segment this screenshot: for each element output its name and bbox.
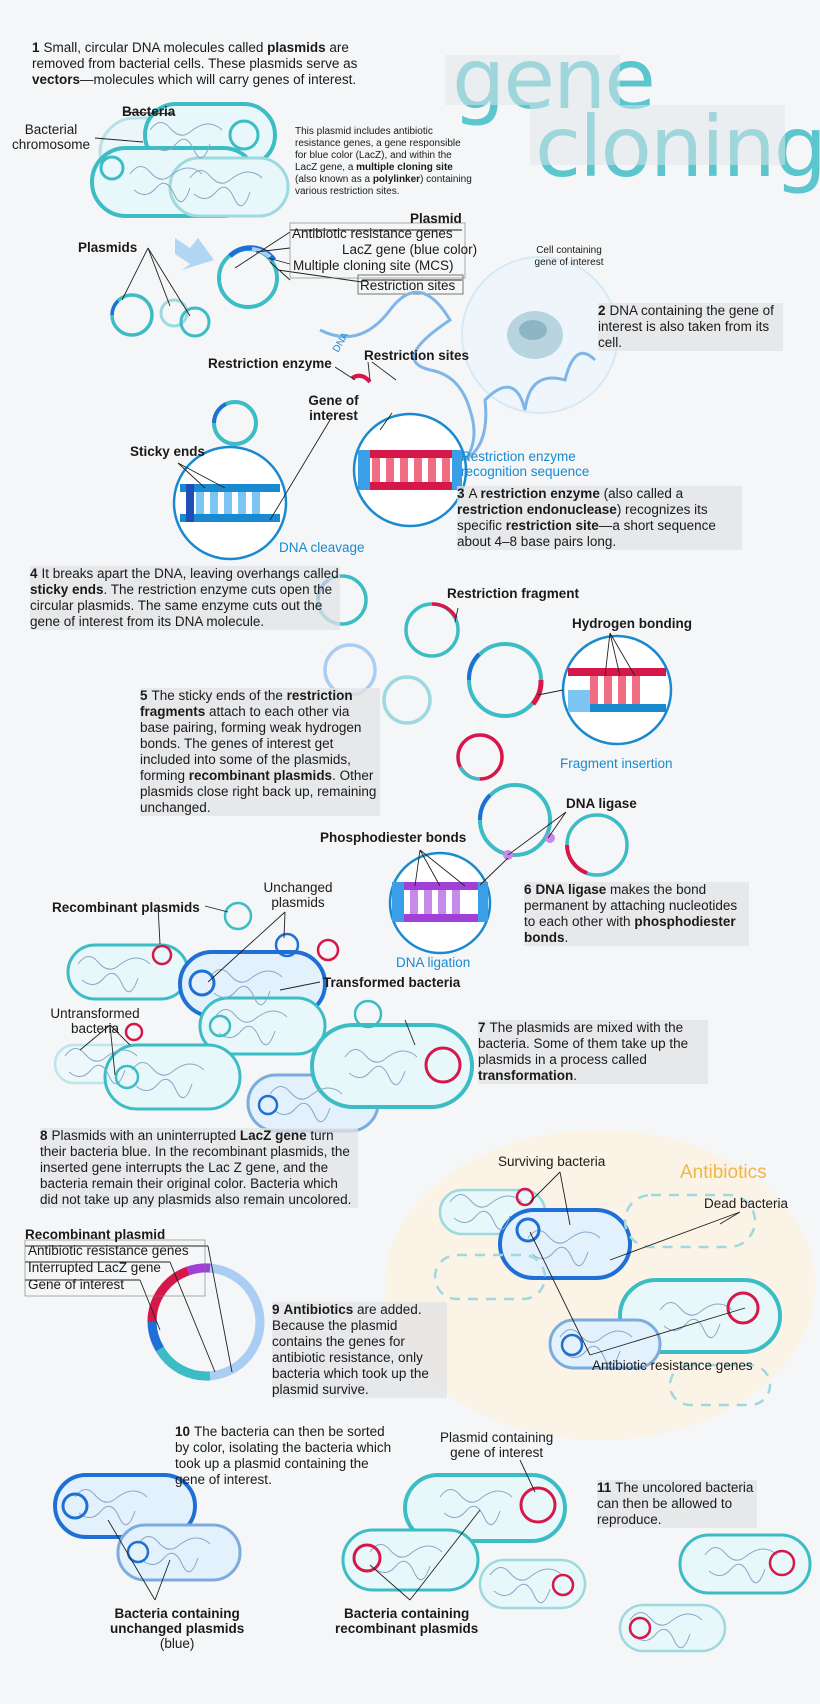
ring-key-lacz: Interrupted LacZ gene [28,1260,161,1275]
label-unchanged-plasmids: Unchanged plasmids [263,880,333,910]
free-plasmids [110,293,211,338]
recognition-circle [352,412,468,528]
arrow-down [175,238,214,270]
label-recombinant-plasmids: Recombinant plasmids [52,900,200,915]
plasmid-key-box [289,222,466,279]
label-restriction-enzyme: Restriction enzyme [208,356,332,371]
cleavage-circle [172,445,288,561]
transformation-bacteria [53,943,474,1133]
label-antibiotics: Antibiotics [680,1162,767,1183]
ring-key-arg: Antibiotic resistance genes [28,1243,189,1258]
label-recognition-sequence: Restriction enzyme recognition sequence [461,449,590,479]
recombinant-ring [147,1263,265,1381]
ligation-leaders [414,811,567,887]
ring-key-title: Recombinant plasmid [25,1227,166,1242]
open-plasmids [316,574,629,877]
insertion-circle [561,634,673,746]
plasmid-diagram [217,245,279,309]
ligation-circle [388,851,492,955]
loose-plasmids-7 [124,901,383,1042]
title-backdrop [445,55,620,105]
label-hydrogen-bonding: Hydrogen bonding [572,616,692,631]
sort-leaders [107,1459,536,1601]
label-bacteria: Bacteria [122,104,176,119]
title-backdrop-2 [530,105,785,165]
label-chromosome: Bacterial chromosome [11,122,91,152]
label-phosphodiester: Phosphodiester bonds [320,830,467,845]
plasmid-note: This plasmid includes antibiotic resista… [295,126,472,197]
plasmids-leaders [121,247,191,317]
key-lacz: LacZ gene (blue color) [342,242,478,257]
label-transformed: Transformed bacteria [323,975,461,990]
label-cell: Cell containing gene of interest [534,245,604,268]
ring-key-box [24,1239,206,1297]
key-mcs: Multiple cloning site (MCS) [293,258,454,273]
key-plasmid-title: Plasmid [410,211,462,226]
label-surviving: Surviving bacteria [498,1154,606,1169]
label-fragment-insertion: Fragment insertion [560,756,673,771]
dna-strand [319,290,597,462]
label-dna-ligase: DNA ligase [566,796,637,811]
cleavage-leaders [177,361,397,521]
label-restriction-sites: Restriction sites [364,348,470,363]
bacteria-group-top [90,102,290,218]
label-anti-arg: Antibiotic resistance genes [592,1358,753,1373]
dead-bacteria [433,1193,772,1407]
label-dead: Dead bacteria [704,1196,789,1211]
label-restriction-fragment: Restriction fragment [447,586,580,601]
cut-site [350,373,372,384]
ring-key-goi: Gene of interest [28,1277,125,1292]
label-gene-of-interest: Gene of interest [308,393,359,423]
fragment-leaders [454,607,636,696]
plasmid-key-leaders [234,229,462,283]
ring-leaders [25,1245,233,1373]
label-dna-cleavage: DNA cleavage [279,540,365,555]
sorted-bacteria [53,1473,812,1653]
transformation-leaders [79,905,416,1076]
key-restriction-sites: Restriction sites [360,278,456,293]
label-plasmids: Plasmids [78,240,138,255]
bacteria-leaders [94,111,176,143]
label-dna-ligation: DNA ligation [396,955,471,970]
cell [461,256,619,414]
label-untransformed: Untransformed bacteria [50,1006,140,1036]
antibiotic-leaders [529,1171,746,1356]
key-antibiotic: Antibiotic resistance genes [292,226,453,241]
label-sticky-ends: Sticky ends [130,444,206,459]
